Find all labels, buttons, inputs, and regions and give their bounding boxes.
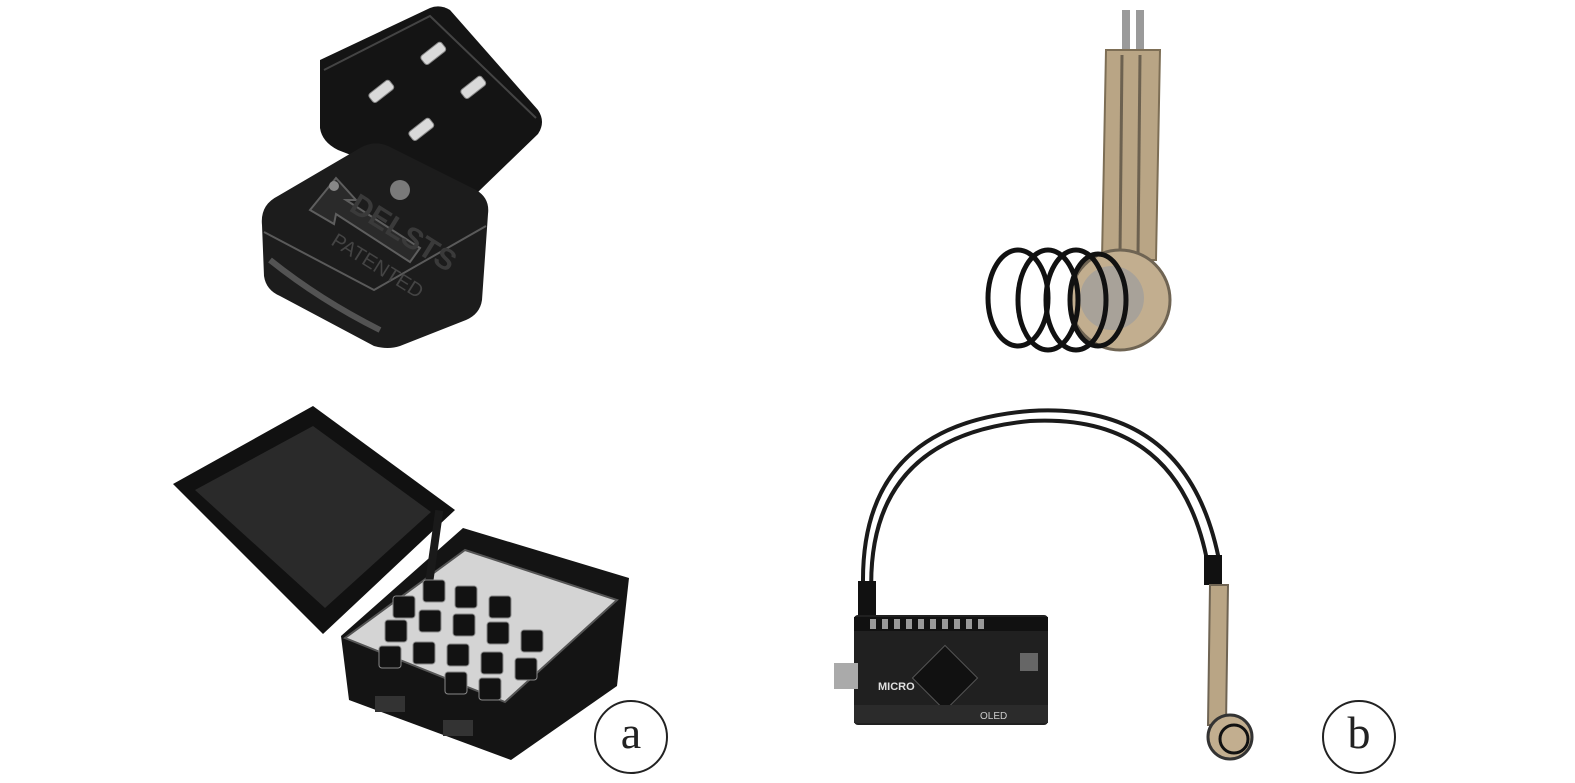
panel-a-label: a (594, 700, 668, 774)
fsr-sensor-spring-image (970, 0, 1200, 360)
logger-case-image (165, 400, 645, 783)
microcontroller-board: MICRO OLED (834, 615, 1048, 725)
panel-b-label: b (1322, 700, 1396, 774)
arduino-fsr-image: MICRO OLED (830, 405, 1310, 783)
data-logger-image: DELSTS PATENTED (250, 0, 560, 360)
logger-front-box: DELSTS PATENTED (261, 143, 489, 348)
board-oled-label: OLED (980, 711, 1007, 722)
board-micro-label: MICRO (878, 681, 915, 693)
